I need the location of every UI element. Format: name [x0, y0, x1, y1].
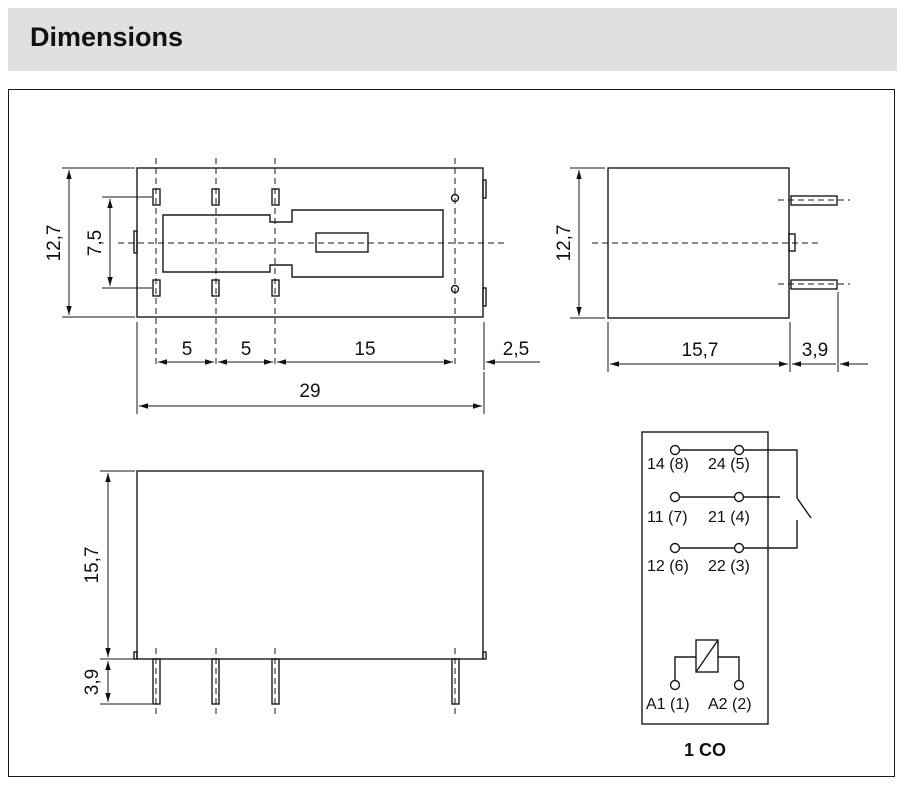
top-view-inner-outline — [162, 209, 444, 278]
top-pin-row-label: 7,5 — [85, 230, 106, 256]
top-view-centerlines — [118, 158, 505, 368]
page-title: Dimensions — [30, 22, 184, 52]
switch-arm — [796, 497, 812, 519]
coil-a1 — [669, 679, 681, 691]
pitch-3-label: 15 — [354, 339, 375, 360]
label-14: 14 (8) — [647, 456, 689, 473]
label-11: 11 (7) — [647, 509, 688, 526]
drawing-frame — [8, 89, 895, 777]
side-view-dimension-lines — [570, 167, 868, 372]
label-22: 22 (3) — [708, 558, 750, 575]
coil-a2 — [733, 679, 745, 691]
offset-label: 2,5 — [503, 339, 529, 360]
contact-21 — [733, 491, 745, 503]
label-a1: A1 (1) — [646, 696, 690, 713]
length-label: 29 — [299, 381, 320, 402]
contact-14 — [669, 444, 681, 456]
label-12: 12 (6) — [647, 558, 689, 575]
coil-body — [695, 639, 719, 673]
top-height-label: 12,7 — [44, 225, 65, 262]
schematic-caption: 1 CO — [684, 740, 726, 760]
top-view-dimension-lines — [62, 167, 540, 414]
contact-22 — [733, 542, 745, 554]
front-view-dimension-lines — [100, 470, 152, 705]
side-height-label: 12,7 — [554, 225, 575, 262]
label-a2: A2 (2) — [708, 696, 752, 713]
contact-12 — [669, 542, 681, 554]
contact-24 — [733, 444, 745, 456]
header-bar: Dimensions — [8, 8, 897, 71]
schematic-box — [641, 431, 769, 725]
front-pin-label: 3,9 — [82, 669, 103, 695]
pitch-1-label: 5 — [182, 339, 193, 360]
label-21: 21 (4) — [708, 509, 750, 526]
contact-11 — [669, 491, 681, 503]
label-24: 24 (5) — [708, 456, 750, 473]
pitch-2-label: 5 — [241, 339, 252, 360]
front-view-body — [136, 470, 484, 660]
front-body-label: 15,7 — [82, 547, 103, 584]
wiring-schematic — [641, 431, 812, 725]
side-pin-label: 3,9 — [802, 340, 828, 361]
side-body-label: 15,7 — [682, 340, 719, 361]
front-view — [133, 470, 487, 705]
